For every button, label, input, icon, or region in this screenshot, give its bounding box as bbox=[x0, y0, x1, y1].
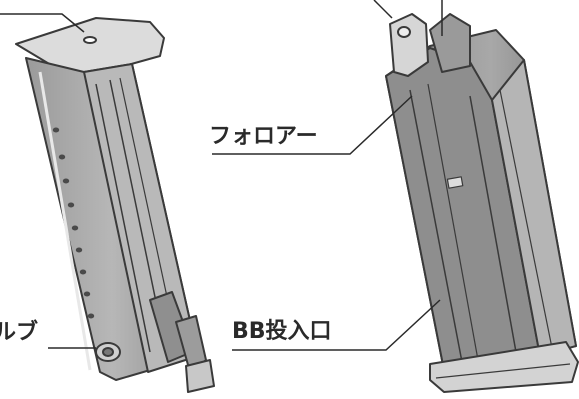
witness-holes bbox=[52, 127, 95, 319]
valve-label-partial: ルブ bbox=[0, 320, 39, 345]
leader-lines-left bbox=[0, 13, 96, 349]
leader-lines-right bbox=[212, 0, 443, 351]
magazine-right bbox=[385, 13, 579, 393]
bb-loading-port-label: BB投入口 bbox=[232, 319, 332, 344]
magazine-left bbox=[15, 17, 215, 393]
follower-label: フォロアー bbox=[209, 124, 318, 149]
